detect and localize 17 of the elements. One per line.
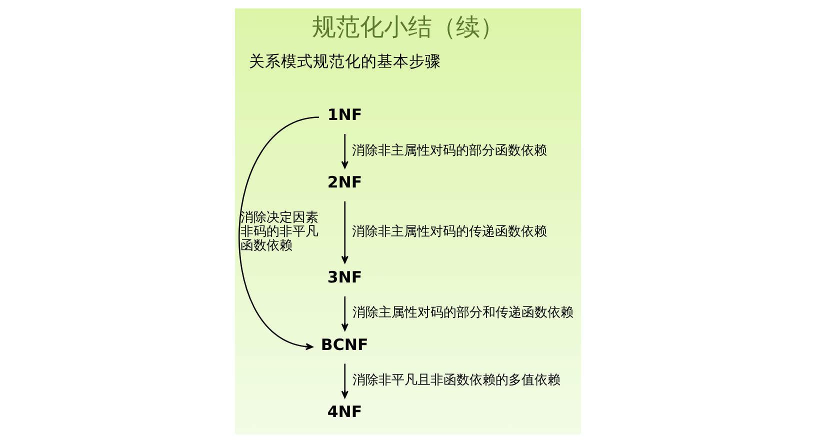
node-text: BCNF	[320, 334, 368, 354]
edge-label: 消除主属性对码的部分和传递函数依赖	[352, 306, 574, 321]
edge-label: 消除非主属性对码的部分函数依赖	[352, 143, 547, 158]
label: 关系模式规范化的基本步骤	[248, 52, 440, 71]
edge-label: 消除非平凡且非函数依赖的多值依赖	[352, 373, 560, 388]
node-text: 2NF	[326, 172, 362, 192]
arrow	[340, 296, 348, 331]
arrow	[340, 201, 348, 264]
arrow	[340, 364, 348, 398]
diagram-title: 规范化小结（续）	[312, 12, 504, 41]
node-text: 4NF	[326, 402, 362, 422]
arrow	[238, 116, 319, 350]
node-text: 1NF	[326, 105, 362, 124]
edge-label: 消除非主属性对码的传递函数依赖	[352, 224, 547, 240]
node-text: 3NF	[326, 267, 362, 286]
edge-label: 消除决定因素非码的非平凡函数依赖	[240, 210, 318, 254]
arrow	[340, 134, 348, 169]
